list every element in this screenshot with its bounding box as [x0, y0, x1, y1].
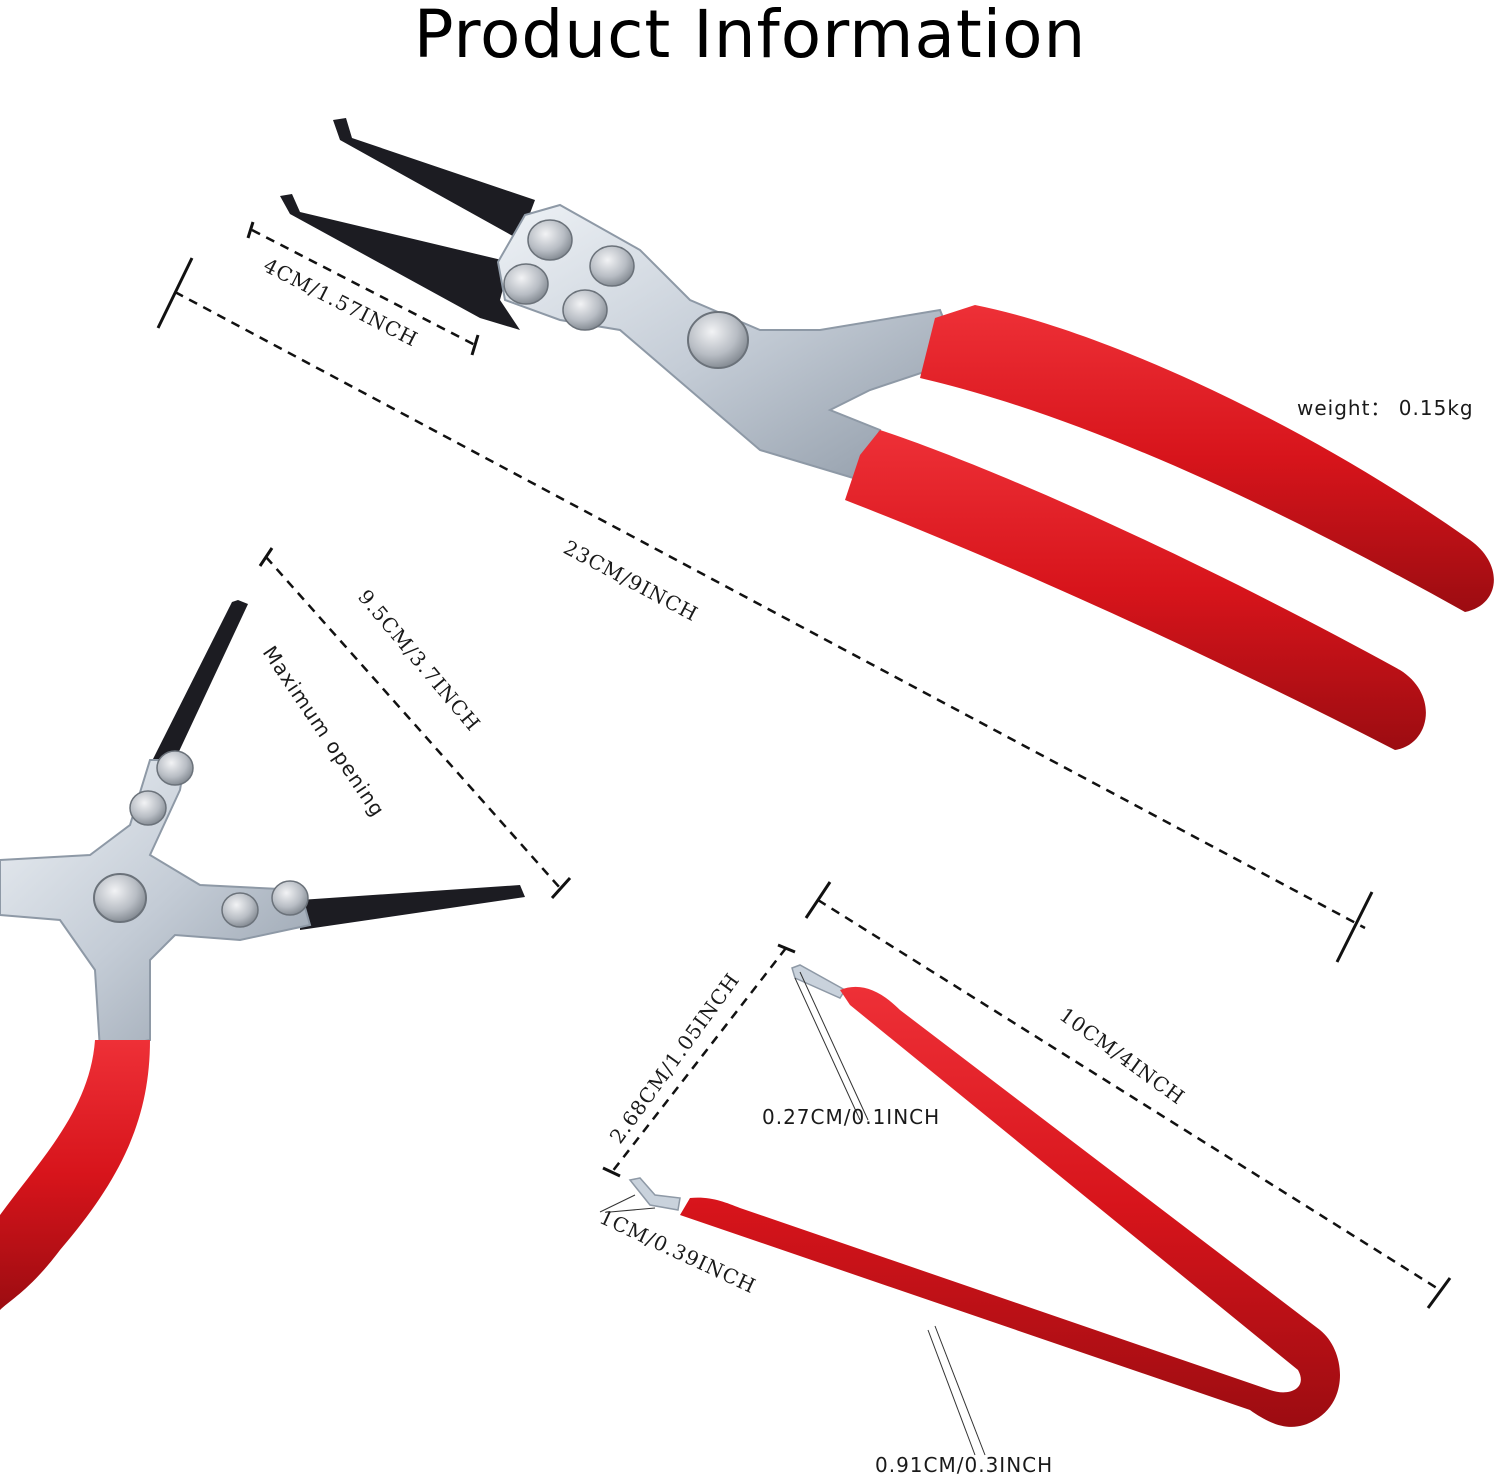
- top-pliers-rivet: [589, 245, 635, 287]
- open-pliers-rivet: [271, 880, 309, 916]
- label-tip-width: 0.27CM/0.1INCH: [762, 1105, 940, 1129]
- open-pliers-rivet: [129, 790, 167, 826]
- dim-max-opening: [258, 547, 572, 900]
- open-pliers-rivet: [221, 892, 259, 928]
- open-pliers-image: [0, 600, 525, 1310]
- top-pliers-pivot-rivet: [687, 311, 749, 369]
- label-weight: weight： 0.15kg: [1297, 396, 1474, 420]
- label-hook-length: 10CM/4INCH: [1055, 1003, 1190, 1110]
- hook-tool-image: [628, 964, 1340, 1427]
- label-max-opening-value: 9.5CM/3.7INCH: [353, 585, 485, 736]
- open-pliers-jaw-lower: [300, 885, 525, 930]
- hook-tool-tip-lower: [628, 1177, 681, 1211]
- top-pliers-image: [280, 118, 1494, 750]
- open-pliers-pivot-rivet: [93, 873, 147, 923]
- top-pliers-jaw-lower: [280, 194, 520, 330]
- dim-hook-width: [602, 943, 796, 1178]
- label-hook-width: 2.68CM/1.05INCH: [605, 968, 745, 1148]
- hook-tool-handle: [680, 986, 1340, 1427]
- open-pliers-rivet: [156, 750, 194, 786]
- open-pliers-handle: [0, 1040, 150, 1310]
- hook-tool-tip-upper: [791, 964, 847, 999]
- label-handle-thickness: 0.91CM/0.3INCH: [875, 1453, 1053, 1477]
- top-pliers-handle-upper: [920, 305, 1494, 612]
- dim-jaw-width: [246, 221, 480, 356]
- top-pliers-rivet: [503, 263, 549, 305]
- top-pliers-rivet: [562, 289, 608, 331]
- open-pliers-jaw-upper: [150, 600, 248, 765]
- page-title: Product Information: [413, 0, 1087, 73]
- dim-total-length: [156, 257, 1374, 963]
- open-pliers-steel-body: [0, 759, 312, 1052]
- label-total-length: 23CM/9INCH: [560, 535, 703, 626]
- top-pliers-rivet: [527, 219, 573, 261]
- dim-hook-length: [804, 881, 1452, 1309]
- top-pliers-handle-lower: [845, 430, 1426, 750]
- dim-leaders: [599, 971, 986, 1456]
- top-pliers-jaw-upper: [333, 118, 535, 240]
- label-max-opening-caption: Maximum opening: [258, 641, 390, 821]
